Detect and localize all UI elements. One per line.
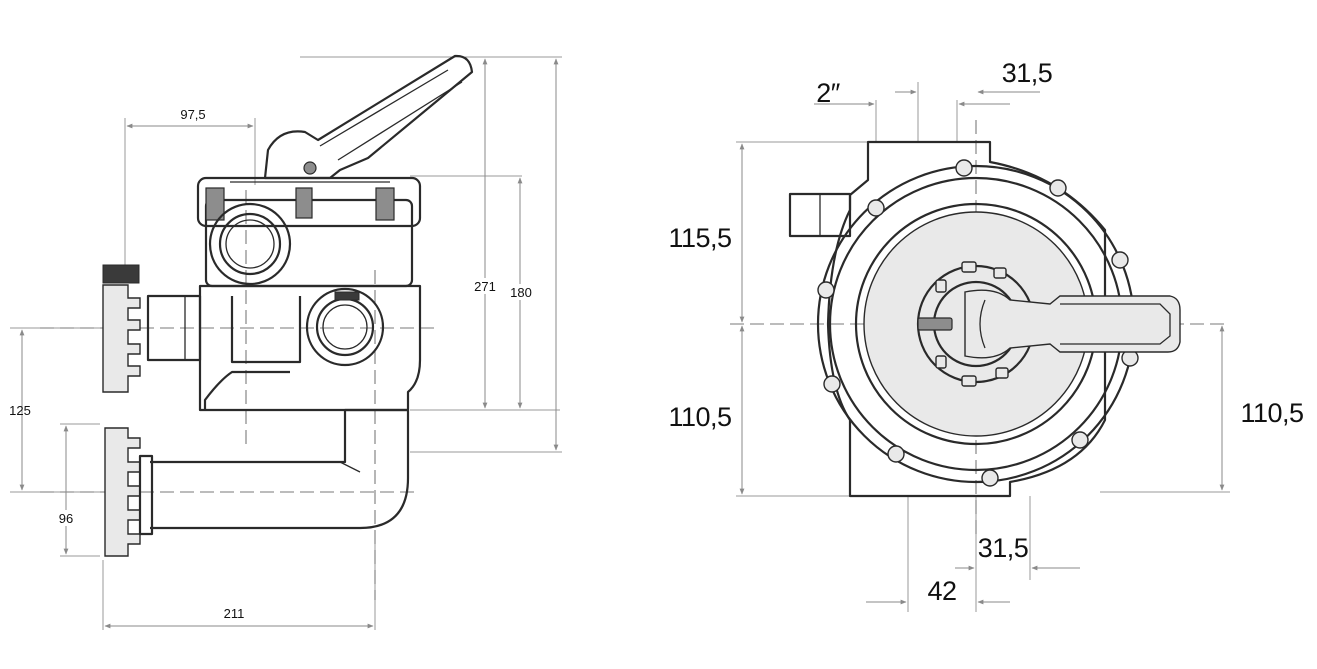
- side-center-lines: [40, 190, 440, 600]
- top-dimension-labels: 2″ 31,5 115,5 110,5 110,5 31,5 42: [668, 58, 1304, 606]
- side-dimension-labels: 97,5 271 180 125 96 211: [9, 106, 538, 621]
- top-extension-lines: [736, 82, 1230, 612]
- dim-width-top: 97,5: [180, 107, 205, 122]
- side-extension-lines: [10, 56, 562, 630]
- dim-height-total: 271: [474, 279, 496, 294]
- side-view: 97,5 271 180 125 96 211: [9, 54, 562, 630]
- top-view: 2″ 31,5 115,5 110,5 110,5 31,5 42: [668, 58, 1304, 612]
- valve-body: [196, 176, 422, 412]
- dim-offset-bottom: 31,5: [978, 533, 1029, 563]
- dim-handle-offset: 110,5: [1240, 398, 1303, 428]
- top-dimension-lines: [739, 89, 1225, 605]
- dim-half-height-top: 115,5: [668, 223, 731, 253]
- top-handle: [917, 289, 1181, 359]
- dim-offset-top: 31,5: [1002, 58, 1053, 88]
- dim-ports-distance: 125: [9, 403, 31, 418]
- upper-pipe: [102, 264, 202, 393]
- side-dimension-lines: [19, 58, 559, 629]
- dim-port-height: 96: [59, 511, 73, 526]
- dim-height-body: 180: [510, 285, 532, 300]
- valve-handle: [263, 54, 474, 180]
- dim-half-height-bottom: 110,5: [668, 402, 731, 432]
- dim-width-total: 211: [224, 606, 245, 621]
- dim-port-spacing: 42: [927, 576, 956, 606]
- dim-thread-size: 2″: [816, 78, 841, 108]
- lower-pipe: [104, 408, 410, 557]
- bolts: [817, 159, 1139, 487]
